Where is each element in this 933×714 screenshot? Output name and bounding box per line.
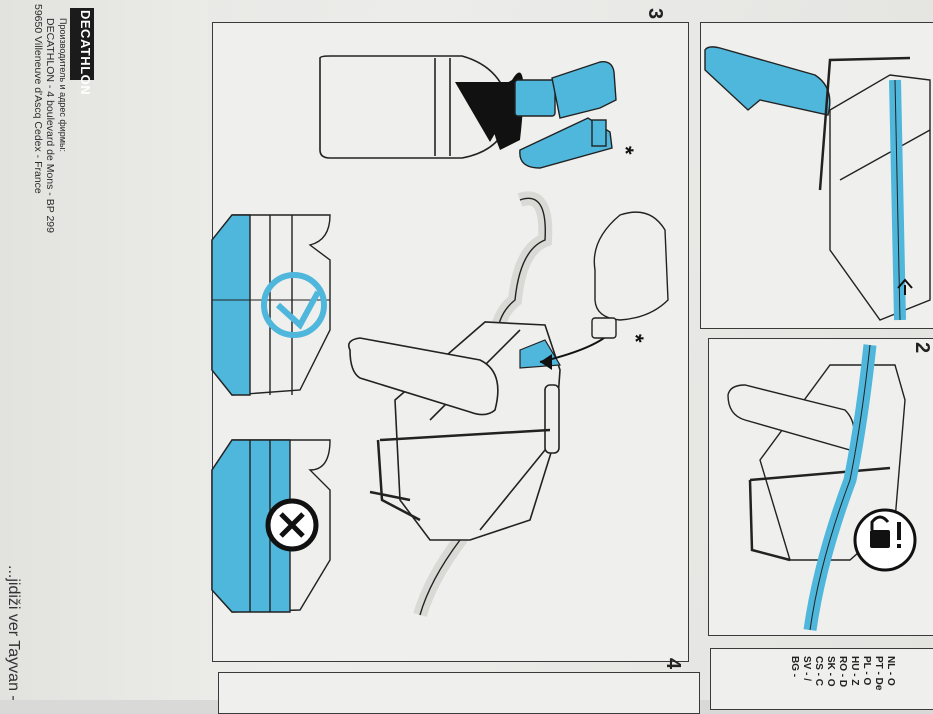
asterisk-note: * <box>613 146 638 155</box>
step-2-illustration <box>727 344 906 631</box>
asterisk-note: * <box>623 334 648 343</box>
spray-nozzle-icon <box>514 61 617 169</box>
chain-cleaner-device <box>347 321 561 541</box>
decathlon-logo <box>70 8 94 80</box>
chain-guard-clean <box>211 214 331 396</box>
bottle-icon <box>591 211 669 339</box>
lock-warning-icon <box>853 508 917 572</box>
dirty-cross-icon <box>265 498 319 552</box>
clean-check-icon <box>261 272 327 338</box>
address-strip <box>0 0 208 700</box>
step-1-illustration <box>704 46 931 321</box>
